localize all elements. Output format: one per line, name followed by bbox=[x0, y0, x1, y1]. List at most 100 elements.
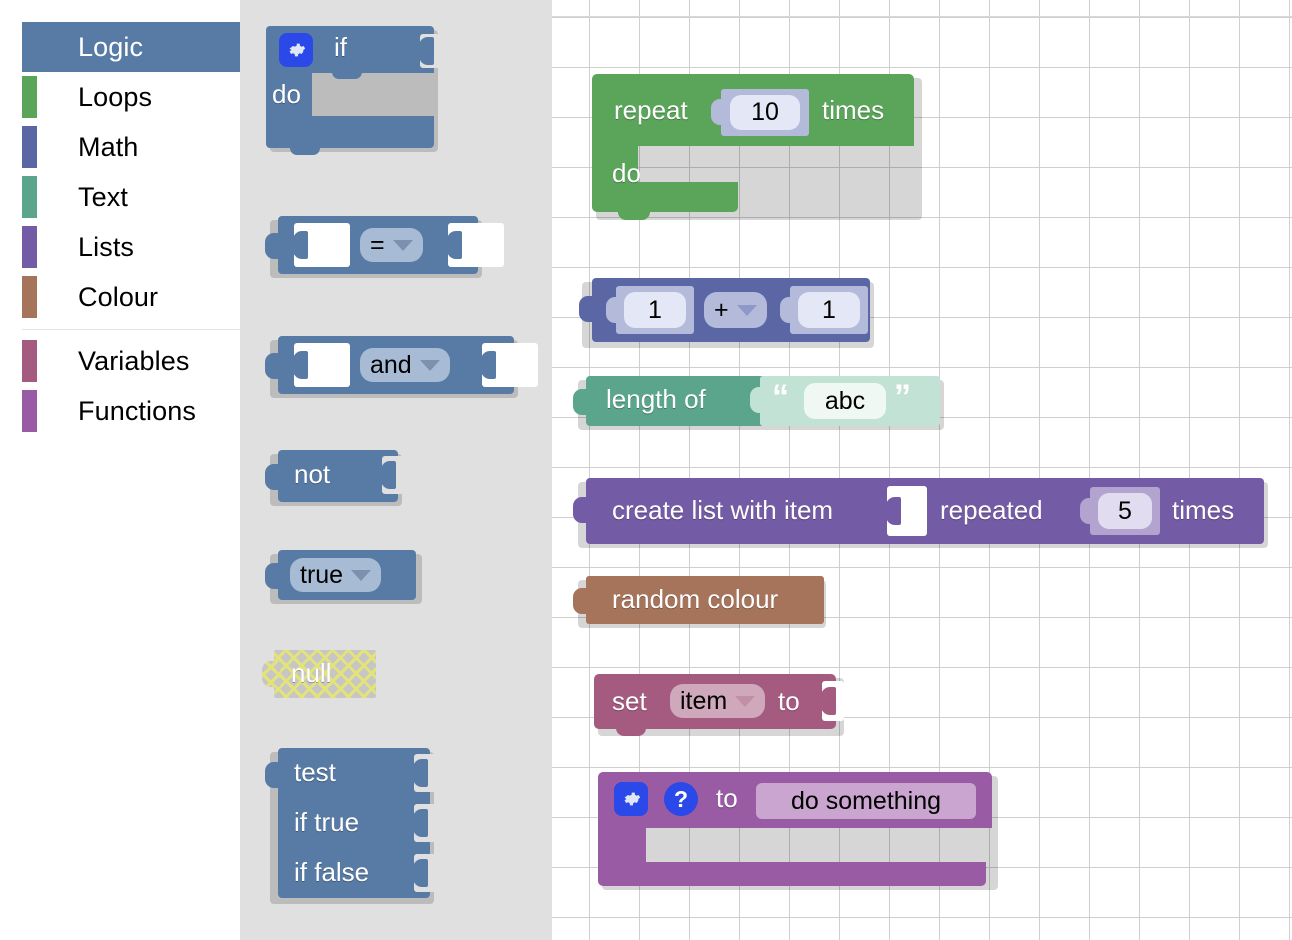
toolbox-category-functions[interactable]: Functions bbox=[22, 386, 240, 436]
do-label: do bbox=[612, 158, 641, 188]
category-label: Lists bbox=[78, 232, 135, 262]
not-label: not bbox=[294, 459, 331, 489]
output-plug bbox=[265, 760, 292, 790]
chevron-down-icon bbox=[735, 695, 756, 707]
gear-icon[interactable] bbox=[614, 782, 648, 816]
category-colour-swatch bbox=[22, 340, 37, 382]
output-plug bbox=[579, 294, 606, 324]
question-icon[interactable]: ? bbox=[664, 782, 698, 816]
math-left-shadow-block[interactable]: 1 bbox=[606, 286, 694, 334]
flyout-block-logic-negate[interactable]: not bbox=[265, 450, 406, 506]
compare-right-socket[interactable] bbox=[447, 223, 504, 267]
ternary-iffalse-socket[interactable] bbox=[413, 854, 436, 892]
output-plug bbox=[265, 351, 292, 381]
set-label: set bbox=[612, 686, 647, 716]
flyout-block-logic-null[interactable]: null bbox=[262, 650, 378, 700]
workspace-block-variables-set[interactable]: set item to bbox=[594, 674, 844, 736]
field-value: 1 bbox=[822, 295, 836, 324]
category-label: Math bbox=[78, 132, 139, 162]
variable-dropdown[interactable]: item bbox=[670, 684, 766, 718]
chevron-down-icon bbox=[736, 304, 757, 316]
compare-operator-dropdown[interactable]: = bbox=[360, 228, 423, 262]
ternary-test-label: test bbox=[294, 757, 336, 787]
dropdown-value: item bbox=[680, 686, 728, 715]
toolbox: Logic Loops Math Text Lists Colour bbox=[0, 0, 240, 940]
text-field[interactable]: abc bbox=[804, 383, 886, 419]
ternary-iftrue-socket[interactable] bbox=[413, 804, 436, 842]
category-colour-swatch bbox=[22, 276, 37, 318]
do-label: do bbox=[272, 79, 301, 109]
null-label: null bbox=[291, 658, 332, 688]
category-label: Functions bbox=[78, 396, 196, 426]
category-label: Variables bbox=[78, 346, 190, 376]
if-label: if bbox=[334, 32, 347, 62]
toolbox-category-variables[interactable]: Variables bbox=[22, 336, 240, 386]
dropdown-value: true bbox=[300, 560, 344, 589]
workspace-block-colour-random[interactable]: random colour bbox=[573, 576, 826, 628]
to-label: to bbox=[716, 783, 738, 813]
repeat-count-field[interactable]: 10 bbox=[730, 95, 800, 130]
workspace-top-divider bbox=[542, 16, 1292, 17]
field-value: 1 bbox=[648, 295, 662, 324]
ternary-test-socket[interactable] bbox=[413, 754, 436, 792]
category-label: Logic bbox=[78, 32, 144, 62]
flyout-block-logic-ternary[interactable]: test if true if false bbox=[265, 748, 438, 904]
compare-left-socket[interactable] bbox=[293, 223, 350, 267]
output-plug bbox=[265, 561, 292, 591]
operation-dropdown[interactable]: and bbox=[360, 348, 450, 382]
field-value: do something bbox=[790, 786, 942, 815]
workspace-block-lists-repeat[interactable]: create list with item repeated 5 times bbox=[573, 478, 1268, 548]
chevron-down-icon bbox=[419, 359, 440, 371]
category-label: Text bbox=[78, 182, 128, 212]
list-item-socket[interactable] bbox=[886, 486, 927, 536]
category-colour-swatch bbox=[22, 390, 37, 432]
dropdown-value: and bbox=[370, 350, 412, 379]
workspace-block-procedure-def[interactable]: ? to do something bbox=[598, 772, 998, 890]
list-count-field[interactable]: 5 bbox=[1098, 493, 1152, 529]
chevron-down-icon bbox=[351, 569, 372, 581]
flyout-block-logic-boolean[interactable]: true bbox=[265, 550, 426, 604]
toolbox-category-math[interactable]: Math bbox=[22, 122, 240, 172]
category-colour-swatch bbox=[22, 76, 37, 118]
category-label: Colour bbox=[78, 282, 159, 312]
toolbox-category-colour[interactable]: Colour bbox=[22, 272, 240, 322]
procedure-name-field[interactable]: do something bbox=[756, 783, 976, 819]
gear-icon[interactable] bbox=[279, 33, 313, 67]
toolbox-category-lists[interactable]: Lists bbox=[22, 222, 240, 272]
toolbox-category-loops[interactable]: Loops bbox=[22, 72, 240, 122]
ternary-iffalse-label: if false bbox=[294, 857, 370, 887]
field-value: 10 bbox=[751, 98, 779, 126]
workspace-block-math-arithmetic[interactable]: 1 + 1 bbox=[578, 278, 874, 348]
category-colour-swatch bbox=[22, 126, 37, 168]
field-value: 5 bbox=[1118, 496, 1132, 525]
dropdown-value: + bbox=[714, 295, 729, 324]
if-condition-socket[interactable] bbox=[419, 34, 442, 68]
text-shadow-block[interactable]: “ abc ” bbox=[750, 376, 940, 426]
math-left-field[interactable]: 1 bbox=[624, 292, 686, 328]
output-plug bbox=[573, 586, 600, 616]
flyout-block-logic-operation[interactable]: and bbox=[265, 336, 538, 398]
operation-left-socket[interactable] bbox=[293, 343, 350, 387]
length-of-label: length of bbox=[606, 384, 706, 414]
math-right-field[interactable]: 1 bbox=[798, 292, 860, 328]
set-value-socket[interactable] bbox=[821, 681, 844, 721]
create-list-prefix-label: create list with item bbox=[612, 495, 834, 525]
boolean-dropdown[interactable]: true bbox=[290, 558, 382, 592]
workspace-block-controls-repeat[interactable]: repeat 10 times do bbox=[592, 74, 922, 220]
dropdown-value: = bbox=[370, 230, 385, 259]
flyout-block-controls-if[interactable]: if do bbox=[266, 26, 442, 155]
operation-right-socket[interactable] bbox=[481, 343, 538, 387]
toolbox-flyout[interactable]: if do = bbox=[240, 0, 552, 940]
math-right-shadow-block[interactable]: 1 bbox=[780, 286, 868, 334]
toolbox-category-logic[interactable]: Logic bbox=[22, 22, 240, 72]
math-operator-dropdown[interactable]: + bbox=[704, 292, 767, 328]
list-count-shadow-block[interactable]: 5 bbox=[1080, 487, 1160, 535]
flyout-block-logic-compare[interactable]: = bbox=[265, 216, 504, 278]
negate-socket[interactable] bbox=[381, 456, 404, 494]
ternary-iftrue-label: if true bbox=[294, 807, 360, 837]
workspace-block-text-length[interactable]: length of “ abc ” bbox=[573, 376, 944, 430]
toolbox-category-text[interactable]: Text bbox=[22, 172, 240, 222]
chevron-down-icon bbox=[392, 239, 413, 251]
repeat-count-shadow-block[interactable]: 10 bbox=[711, 89, 809, 136]
